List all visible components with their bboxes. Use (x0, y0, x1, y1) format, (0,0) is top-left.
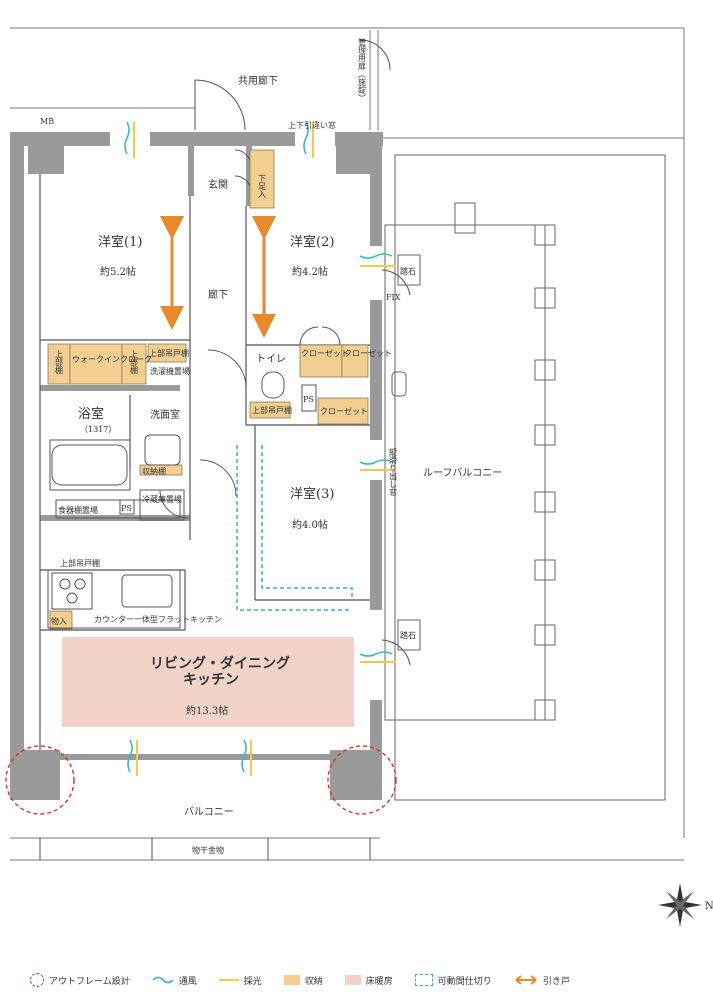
legend-storage-label: 収納 (304, 976, 323, 987)
compass-north-label: N (705, 901, 713, 912)
walls (10, 132, 383, 800)
label-walkin-closet: ウォークインクローク (72, 355, 152, 364)
legend-storage: 収納 (283, 974, 323, 987)
legend-outframe-label: アウトフレーム設計 (49, 976, 130, 987)
label-upper-window: 上下引違い窓 (288, 120, 336, 130)
label-western3-size: 約4.0帖 (292, 518, 328, 531)
storage-swatch-icon (283, 975, 300, 985)
legend-outframe: アウトフレーム設計 (30, 973, 130, 987)
label-upper-shelf-left: 上部棚 (55, 350, 64, 375)
label-western1-name: 洋室(1) (98, 234, 142, 250)
legend-sliding: 引き戸 (514, 974, 570, 987)
sliding-arrow-swatch-icon (515, 975, 537, 985)
label-closet-b: クローゼット (344, 348, 392, 358)
ventilation-marks (124, 121, 393, 773)
label-roof-balcony: ルーフバルコニー (423, 467, 502, 479)
legend-floorheat: 床暖房 (344, 974, 393, 987)
walkin-closet (69, 343, 123, 385)
label-washroom: 洗面室 (150, 408, 180, 421)
label-bath-size: （1317） (80, 425, 116, 434)
label-ps-bath: PS (121, 504, 132, 513)
label-storage: 物入 (51, 616, 67, 626)
label-ps-toilet: PS (303, 395, 314, 404)
outframe-markers (5, 745, 397, 815)
legend-ventilation-label: 通風 (178, 976, 197, 987)
label-ldk-name1: リビング・ダイニング (150, 655, 290, 672)
legend-daylight-label: 採光 (243, 976, 262, 987)
label-ldk-size: 約13.3帖 (186, 704, 228, 717)
label-dishwasher-space: 食器棚置場 (58, 505, 98, 515)
toilet-bowl (261, 371, 285, 399)
label-toilet-upper-cabinet: 上部吊戸棚 (252, 405, 292, 415)
legend-floorheat-label: 床暖房 (365, 976, 393, 987)
closet-b (341, 344, 369, 378)
stove (51, 572, 93, 610)
movable-partition (236, 445, 353, 611)
shoe-box (249, 149, 275, 209)
label-fridge-space: 冷蔵庫置場 (142, 494, 182, 504)
washbasin (144, 434, 181, 466)
storage-kitchen (49, 610, 73, 630)
legend-ventilation: 通風 (152, 974, 197, 987)
storage-areas (47, 149, 369, 630)
legend: アウトフレーム設計 通風 採光 収納 床暖房 可動間仕切り 引き戸 (30, 968, 710, 992)
bathtub (51, 444, 128, 486)
label-western1-size: 約5.2帖 (100, 265, 136, 278)
daylight-swatch-icon (218, 979, 239, 981)
roof-balcony-outline (384, 154, 666, 801)
floor-heating-area (62, 637, 354, 727)
label-ldk-name2: キッチン (183, 672, 239, 688)
label-closet-c: クローゼット (320, 406, 368, 416)
label-fix-window: FIX (386, 293, 401, 302)
label-upper-shelf-right: 上部棚 (130, 350, 139, 375)
outframe-swatch-icon (30, 973, 44, 987)
ventilation-swatch-icon (152, 976, 174, 984)
label-management-door: 管理用扉（施錠） (358, 37, 367, 102)
label-closet-a: クローゼット (301, 348, 349, 358)
closet-a (299, 344, 343, 378)
label-step-stone-bottom: 踏石 (400, 630, 416, 640)
closet-c (317, 397, 369, 425)
label-western2-name: 洋室(2) (290, 234, 334, 250)
upper-cabinet-wash (147, 343, 187, 363)
legend-sliding-label: 引き戸 (542, 976, 570, 987)
label-counter-kitchen: カウンター一体型フラットキッチン (94, 614, 222, 624)
sliding-door-arrows (160, 216, 276, 338)
label-step-stone-top: 踏石 (400, 266, 416, 276)
label-upper-cabinet-kitchen: 上部吊戸棚 (60, 558, 100, 568)
floorheat-swatch-icon (344, 975, 361, 985)
external-lines (10, 27, 685, 861)
label-slide-window: 縦滑り出し窓 (389, 447, 398, 496)
sink (121, 574, 173, 608)
label-western3-name: 洋室(3) (290, 486, 334, 502)
drying-hardware-ticks (39, 838, 371, 860)
label-balcony: バルコニー (184, 806, 234, 818)
legend-partition-label: 可動間仕切り (437, 976, 492, 987)
legend-daylight: 採光 (218, 974, 262, 987)
toilet-upper-cabinet (249, 401, 291, 419)
daylight-marks (133, 122, 396, 776)
compass-icon: N (658, 883, 713, 927)
label-entrance: 玄関 (208, 178, 228, 191)
label-drying-hardware: 物干金物 (192, 845, 224, 855)
label-mb: MB (40, 117, 54, 126)
label-western2-size: 約4.2帖 (292, 265, 328, 278)
upper-shelf-right (121, 343, 147, 385)
label-upper-cabinet: 上部吊戸棚 (149, 348, 189, 358)
label-shoe-box: 下足入 (258, 174, 267, 198)
label-washer-space: 洗濯機置場 (150, 366, 190, 376)
partition-swatch-icon (414, 974, 433, 986)
label-storage-shelf: 収納棚 (142, 466, 166, 476)
legend-partition: 可動間仕切り (414, 974, 492, 987)
fixtures (47, 371, 317, 629)
label-toilet: トイレ (256, 354, 286, 365)
label-corridor: 廊下 (208, 288, 228, 301)
label-common-corridor: 共用廊下 (238, 74, 278, 87)
label-bath: 浴室 (78, 406, 104, 422)
